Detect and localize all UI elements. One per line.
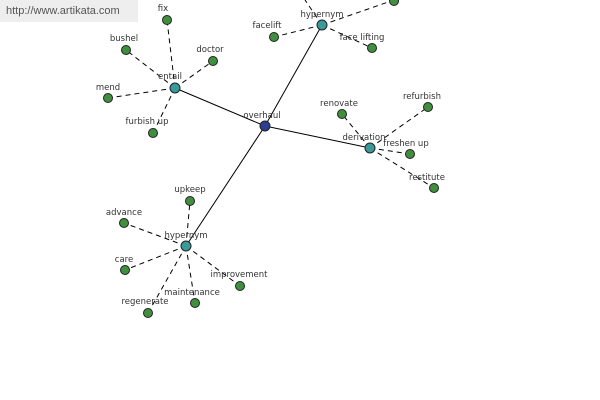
- graph-edges: [107, 0, 435, 314]
- node-leaf-bushel[interactable]: [121, 45, 131, 55]
- edge-entail-mend: [107, 87, 176, 99]
- edge-center-hypernym-bottom: [185, 125, 266, 247]
- edge-derivation-refurbish: [369, 106, 429, 149]
- label-regenerate: regenerate: [121, 297, 168, 307]
- label-overhaul: overhaul: [243, 111, 280, 121]
- edge-derivation-restitute: [369, 147, 435, 189]
- node-leaf-refurbish[interactable]: [423, 102, 433, 112]
- node-hub-hypernym-bottom[interactable]: [180, 240, 192, 252]
- label-doctor: doctor: [196, 45, 224, 55]
- node-leaf-furbish-up[interactable]: [148, 128, 158, 138]
- watermark-url[interactable]: http://www.artikata.com: [0, 0, 138, 22]
- node-leaf-face-lifting[interactable]: [367, 43, 377, 53]
- node-leaf-doctor[interactable]: [208, 56, 218, 66]
- node-hub-hypernym-top[interactable]: [316, 19, 328, 31]
- label-restitute: restitute: [409, 173, 445, 183]
- edge-hypernymbot-maintenance: [185, 245, 196, 304]
- label-care: care: [115, 255, 133, 265]
- label-face-lifting: face lifting: [340, 33, 385, 43]
- edge-derivation-freshen-up: [369, 147, 411, 155]
- node-leaf-fix[interactable]: [162, 15, 172, 25]
- edge-entail-doctor: [174, 60, 214, 89]
- node-leaf-freshen-up[interactable]: [405, 149, 415, 159]
- edge-hypernymbot-advance: [123, 222, 187, 247]
- edge-hypernymbot-care: [124, 245, 187, 271]
- edge-center-entail: [174, 87, 266, 127]
- graph-nodes: [103, 0, 439, 318]
- label-upkeep: upkeep: [174, 185, 205, 195]
- label-furbish-up: furbish up: [126, 117, 169, 127]
- node-leaf-offscreen[interactable]: [389, 0, 399, 6]
- label-fix: fix: [158, 4, 168, 14]
- edge-hypernymbot-improvement: [185, 245, 241, 287]
- edge-entail-bushel: [125, 49, 176, 89]
- edge-entail-fix: [166, 19, 176, 89]
- node-leaf-maintenance[interactable]: [190, 298, 200, 308]
- label-refurbish: refurbish: [403, 92, 441, 102]
- label-hypernym-bottom: hypernym: [164, 231, 207, 241]
- node-leaf-improvement[interactable]: [235, 281, 245, 291]
- node-leaf-renovate[interactable]: [337, 109, 347, 119]
- label-freshen-up: freshen up: [383, 139, 428, 149]
- label-advance: advance: [106, 208, 142, 218]
- node-leaf-advance[interactable]: [119, 218, 129, 228]
- node-leaf-upkeep[interactable]: [185, 196, 195, 206]
- label-renovate: renovate: [320, 99, 358, 109]
- label-entail: entail: [158, 72, 182, 82]
- label-bushel: bushel: [110, 34, 138, 44]
- label-improvement: improvement: [210, 270, 268, 280]
- edge-hypernymtop-offscreen-1: [321, 0, 395, 26]
- edge-center-hypernym-top: [264, 24, 323, 127]
- edge-hypernymbot-regenerate: [147, 245, 187, 314]
- node-leaf-facelift[interactable]: [269, 32, 279, 42]
- edge-hypernymbot-upkeep: [185, 200, 191, 247]
- graph-labels: overhaul entail hypernym derivation hype…: [96, 4, 445, 307]
- node-leaf-care[interactable]: [120, 265, 130, 275]
- node-center-overhaul[interactable]: [259, 120, 271, 132]
- edge-hypernymtop-facelifting: [321, 24, 373, 49]
- node-leaf-regenerate[interactable]: [143, 308, 153, 318]
- label-maintenance: maintenance: [164, 288, 220, 298]
- label-facelift: facelift: [252, 21, 282, 31]
- node-leaf-restitute[interactable]: [429, 183, 439, 193]
- node-leaf-mend[interactable]: [103, 93, 113, 103]
- node-hub-derivation[interactable]: [364, 142, 376, 154]
- label-mend: mend: [96, 83, 120, 93]
- edge-center-derivation: [264, 125, 371, 149]
- label-derivation: derivation: [342, 133, 385, 143]
- node-hub-entail[interactable]: [169, 82, 181, 94]
- label-hypernym-top: hypernym: [300, 10, 343, 20]
- edge-derivation-renovate: [341, 113, 371, 149]
